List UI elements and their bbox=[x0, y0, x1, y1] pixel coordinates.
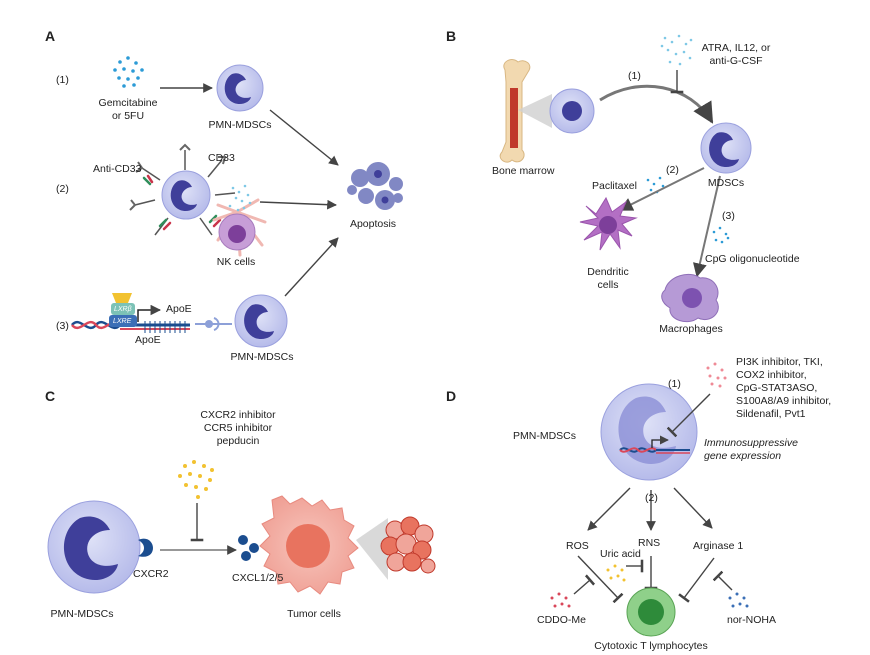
d-mdsc-label: PMN-MDSCs bbox=[513, 430, 576, 442]
a-mdsc3-label: PMN-MDSCs bbox=[230, 351, 294, 363]
cxcr2-label: CXCR2 bbox=[133, 568, 169, 580]
nor-noha-label: nor-NOHA bbox=[727, 614, 777, 626]
cddo-me-label: CDDO-Me bbox=[537, 614, 586, 626]
nor-noha-dots-icon bbox=[728, 592, 749, 608]
lxre-label: LXRE bbox=[113, 318, 132, 325]
tumor-cell-icon bbox=[259, 495, 359, 595]
ctl-label: Cytotoxic T lymphocytes bbox=[594, 640, 708, 652]
apoe-receptor-icon bbox=[195, 317, 232, 331]
inhibit-nornoha bbox=[712, 570, 733, 591]
inhibit-d1 bbox=[666, 393, 711, 438]
b-drug1-label: ATRA, IL12, or anti-G-CSF bbox=[701, 42, 771, 67]
progenitor-cell-icon bbox=[549, 88, 595, 134]
arrow-b-macrophage bbox=[693, 175, 721, 278]
dendritic-cell-icon bbox=[579, 196, 638, 251]
gemcitabine-label: Gemcitabine or 5FU bbox=[98, 97, 158, 122]
a-step2: (2) bbox=[56, 183, 69, 195]
lxrb-label: LXRβ bbox=[114, 306, 132, 313]
c-inhibitors-label: CXCR2 inhibitor CCR5 inhibitor pepducin bbox=[200, 409, 276, 447]
lxr-complex-icon bbox=[109, 293, 137, 327]
inhibit-cddo bbox=[573, 574, 596, 595]
cxcl-label: CXCL1/2/5 bbox=[232, 572, 284, 584]
gene-expression-label: Immunosuppressive gene expression bbox=[704, 437, 798, 462]
cpg-dots-icon bbox=[712, 226, 730, 244]
inhibit-arginase bbox=[678, 557, 715, 603]
macrophage-icon bbox=[661, 274, 719, 323]
uric-acid-dots-icon bbox=[606, 564, 626, 582]
gemcitabine-dots-icon bbox=[113, 56, 144, 88]
b-step2: (2) bbox=[666, 164, 679, 176]
arginase-label: Arginase 1 bbox=[693, 540, 744, 552]
zoom-wedge bbox=[356, 518, 388, 580]
nk-cell-icon bbox=[212, 198, 267, 257]
rns-label: RNS bbox=[638, 537, 661, 549]
cxcr2-inhibitor-dots-icon bbox=[178, 460, 214, 499]
granule-dots-icon bbox=[228, 184, 252, 212]
d-step1: (1) bbox=[668, 378, 681, 390]
bone-icon bbox=[499, 59, 552, 163]
panel-b-letter: B bbox=[446, 28, 457, 44]
paclitaxel-label: Paclitaxel bbox=[592, 180, 637, 192]
drug-dots-d-icon bbox=[706, 362, 727, 388]
arrow-a3-apoptosis bbox=[284, 237, 339, 297]
mdscs-label: MDSCs bbox=[707, 177, 745, 189]
a-step1: (1) bbox=[56, 74, 69, 86]
a-step3: (3) bbox=[56, 320, 69, 332]
uric-acid-label: Uric acid bbox=[600, 548, 641, 560]
c-mdsc-label: PMN-MDSCs bbox=[50, 608, 114, 620]
macrophages-label: Macrophages bbox=[659, 323, 723, 335]
b-step1: (1) bbox=[628, 70, 641, 82]
inhibit-ros bbox=[577, 555, 624, 604]
arrow-d-arginase bbox=[673, 487, 713, 529]
apoe-arrow-label: ApoE bbox=[166, 303, 192, 315]
cxcr2-receptor-icon bbox=[138, 538, 154, 557]
ros-label: ROS bbox=[566, 540, 589, 552]
arrow-a2-apoptosis bbox=[259, 199, 337, 210]
cxcl-chemokine-icon bbox=[238, 535, 259, 561]
cpg-label: CpG oligonucleotide bbox=[705, 253, 800, 265]
cytotoxic-t-cell-icon bbox=[626, 587, 676, 637]
a-mdsc1-label: PMN-MDSCs bbox=[208, 119, 272, 131]
mdsc-cell-b bbox=[700, 122, 752, 174]
arrow-b-dendritic bbox=[618, 167, 705, 211]
anti-cd33-label: Anti-CD33 bbox=[93, 163, 142, 175]
transcription-arrow bbox=[137, 304, 162, 322]
pmn-mdsc-cell-a1 bbox=[216, 64, 264, 112]
panel-a-letter: A bbox=[45, 28, 56, 44]
pmn-mdsc-cell-c bbox=[47, 500, 141, 594]
paclitaxel-dots-icon bbox=[646, 176, 665, 194]
cddo-me-dots-icon bbox=[550, 592, 571, 608]
arrow-d-ros bbox=[587, 487, 631, 531]
b-step3: (3) bbox=[722, 210, 735, 222]
apoptosis-icon bbox=[347, 162, 403, 210]
arrow-a1-apoptosis bbox=[269, 109, 339, 166]
atra-dots-icon bbox=[660, 34, 693, 66]
pmn-mdsc-cell-a3 bbox=[234, 294, 288, 348]
apoe-gene-label: ApoE bbox=[135, 334, 161, 346]
dendritic-label: Dendritic cells bbox=[587, 266, 629, 291]
panel-d-letter: D bbox=[446, 388, 457, 404]
apoptosis-label: Apoptosis bbox=[349, 218, 397, 230]
tumor-cells-label: Tumor cells bbox=[287, 608, 341, 620]
arrow-b-differentiation bbox=[599, 84, 714, 124]
tumor-cluster-icon bbox=[380, 516, 436, 574]
nk-cells-label: NK cells bbox=[216, 256, 256, 268]
pmn-mdsc-cell-d bbox=[600, 383, 698, 481]
panel-c-letter: C bbox=[45, 388, 56, 404]
bone-marrow-label: Bone marrow bbox=[492, 165, 555, 177]
cd33-label: CD33 bbox=[208, 152, 235, 164]
d-drugs-label: PI3K inhibitor, TKI, COX2 inhibitor, CpG… bbox=[736, 356, 832, 420]
d-step2: (2) bbox=[645, 492, 658, 504]
